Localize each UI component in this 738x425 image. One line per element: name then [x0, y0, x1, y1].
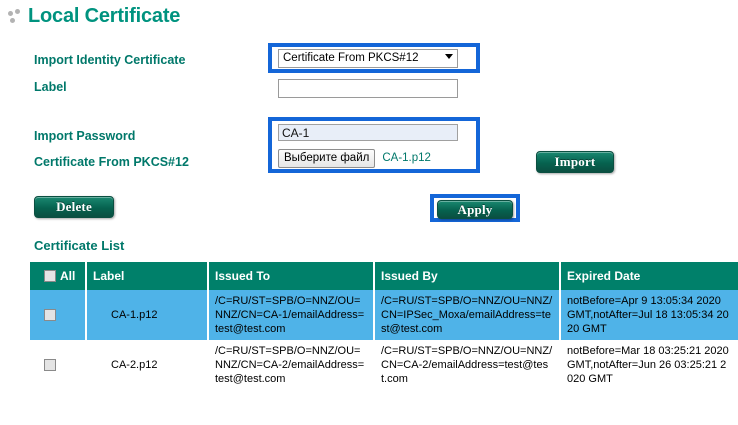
page-header: Local Certificate — [8, 6, 180, 26]
certificate-type-select[interactable]: Certificate From PKCS#12 — [278, 49, 458, 68]
certificate-file-input[interactable]: Выберите файл CA-1.p12 — [278, 148, 431, 168]
row-label: CA-2.p12 — [86, 340, 209, 390]
import-password-input[interactable] — [278, 124, 458, 141]
column-header-all-label: All — [60, 269, 76, 283]
table-row[interactable]: CA-1.p12 /C=RU/ST=SPB/O=NNZ/OU=NNZ/CN=CA… — [30, 290, 738, 340]
highlight-box-certificate-type — [268, 43, 480, 73]
row-expired-date: notBefore=Apr 9 13:05:34 2020 GMT,notAft… — [560, 290, 738, 340]
table-row[interactable]: CA-2.p12 /C=RU/ST=SPB/O=NNZ/OU=NNZ/CN=CA… — [30, 340, 738, 390]
row-checkbox-cell[interactable] — [30, 290, 87, 340]
row-issued-by: /C=RU/ST=SPB/O=NNZ/OU=NNZ/CN=IPSec_Moxa/… — [374, 290, 561, 340]
column-header-expired-date: Expired Date — [560, 262, 738, 290]
delete-button[interactable]: Delete — [34, 196, 114, 218]
import-button[interactable]: Import — [536, 151, 614, 173]
label-import-password: Import Password — [34, 129, 136, 143]
label-certificate-from-pkcs12: Certificate From PKCS#12 — [34, 155, 189, 169]
row-checkbox-cell[interactable] — [30, 340, 87, 390]
row-issued-to: /C=RU/ST=SPB/O=NNZ/OU=NNZ/CN=CA-1/emailA… — [208, 290, 375, 340]
dots-icon — [8, 8, 24, 24]
page-title: Local Certificate — [28, 5, 181, 27]
highlight-box-apply-button — [430, 194, 520, 222]
selected-file-name: CA-1.p12 — [382, 152, 431, 164]
row-checkbox[interactable] — [44, 359, 56, 372]
column-header-all[interactable]: All — [30, 262, 87, 290]
table-header-row: All Label Issued To Issued By Expired Da… — [30, 262, 738, 290]
row-label: CA-1.p12 — [86, 290, 209, 340]
chevron-down-icon — [445, 54, 453, 59]
label-input[interactable] — [278, 79, 458, 98]
select-all-checkbox[interactable] — [44, 270, 56, 282]
choose-file-button[interactable]: Выберите файл — [278, 148, 376, 168]
highlight-box-import-fields — [268, 117, 480, 173]
certificate-list-heading: Certificate List — [34, 238, 125, 253]
apply-button[interactable]: Apply — [437, 200, 513, 219]
certificate-list-table: All Label Issued To Issued By Expired Da… — [30, 262, 738, 390]
label-import-identity-certificate: Import Identity Certificate — [34, 53, 186, 67]
row-expired-date: notBefore=Mar 18 03:25:21 2020 GMT,notAf… — [560, 340, 738, 390]
column-header-issued-to: Issued To — [208, 262, 375, 290]
row-issued-by: /C=RU/ST=SPB/O=NNZ/OU=NNZ/CN=CA-2/emailA… — [374, 340, 561, 390]
row-checkbox[interactable] — [44, 309, 56, 322]
label-label: Label — [34, 80, 67, 94]
column-header-label: Label — [86, 262, 209, 290]
row-issued-to: /C=RU/ST=SPB/O=NNZ/OU=NNZ/CN=CA-2/emailA… — [208, 340, 375, 390]
certificate-type-select-value: Certificate From PKCS#12 — [283, 52, 419, 64]
column-header-issued-by: Issued By — [374, 262, 561, 290]
